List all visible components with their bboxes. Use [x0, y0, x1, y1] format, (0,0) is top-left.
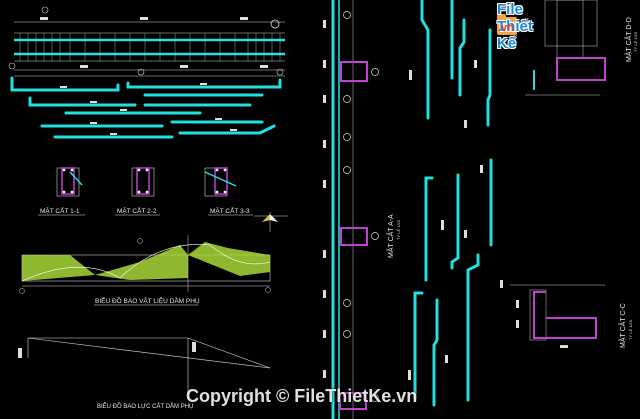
label-section-c-c: MẶT CẮT C-C	[618, 303, 627, 348]
scale-section-d-d: TỶ LỆ 1/20	[633, 31, 638, 52]
label-section-a-a: MẶT CẮT A-A	[386, 214, 395, 258]
title-material-envelope: BIỂU ĐỒ BAO VẬT LIỆU DẦM PHỤ	[95, 295, 200, 305]
title-shear-envelope: BIỂU ĐỒ BAO LỰC CẮT DẦM PHỤ	[97, 402, 193, 410]
column-elevation	[323, 0, 379, 419]
watermark-logo-suffix: .vn	[498, 22, 514, 34]
label-section-2-2: MẶT CẮT 2-2	[117, 206, 157, 215]
section-c-c	[510, 284, 605, 348]
section-1-1	[56, 167, 83, 197]
section-symbol	[254, 212, 288, 232]
rebar-shape-labels	[60, 83, 237, 135]
label-section-3-3: MẶT CẮT 3-3	[210, 206, 250, 215]
rebar-detail-labels	[408, 60, 503, 380]
section-3-3	[204, 167, 237, 197]
beam-elevation	[8, 6, 285, 77]
stirrup-ticks	[19, 33, 281, 61]
label-section-1-1: MẶT CẮT 1-1	[40, 206, 80, 215]
watermark-logo-text: File Thiết Kế	[497, 0, 533, 52]
dimension-text	[40, 17, 268, 68]
section-d-d	[525, 0, 606, 96]
rebar-detail-bars	[413, 0, 493, 407]
rebar-shape-bars	[10, 76, 282, 139]
section-2-2	[131, 167, 155, 197]
scale-section-a-a: TỶ LỆ 1/20	[396, 219, 401, 240]
watermark-logo: File Thiết Kế .vn	[497, 1, 533, 52]
material-envelope-diagram	[19, 235, 271, 294]
label-section-d-d: MẶT CẮT D-D	[624, 17, 633, 62]
shear-envelope-diagram	[18, 337, 271, 395]
scale-section-c-c: TỶ LỆ 1/20	[628, 319, 633, 340]
copyright-watermark: Copyright © FileThietKe.vn	[186, 386, 418, 406]
folder-icon	[497, 14, 517, 35]
